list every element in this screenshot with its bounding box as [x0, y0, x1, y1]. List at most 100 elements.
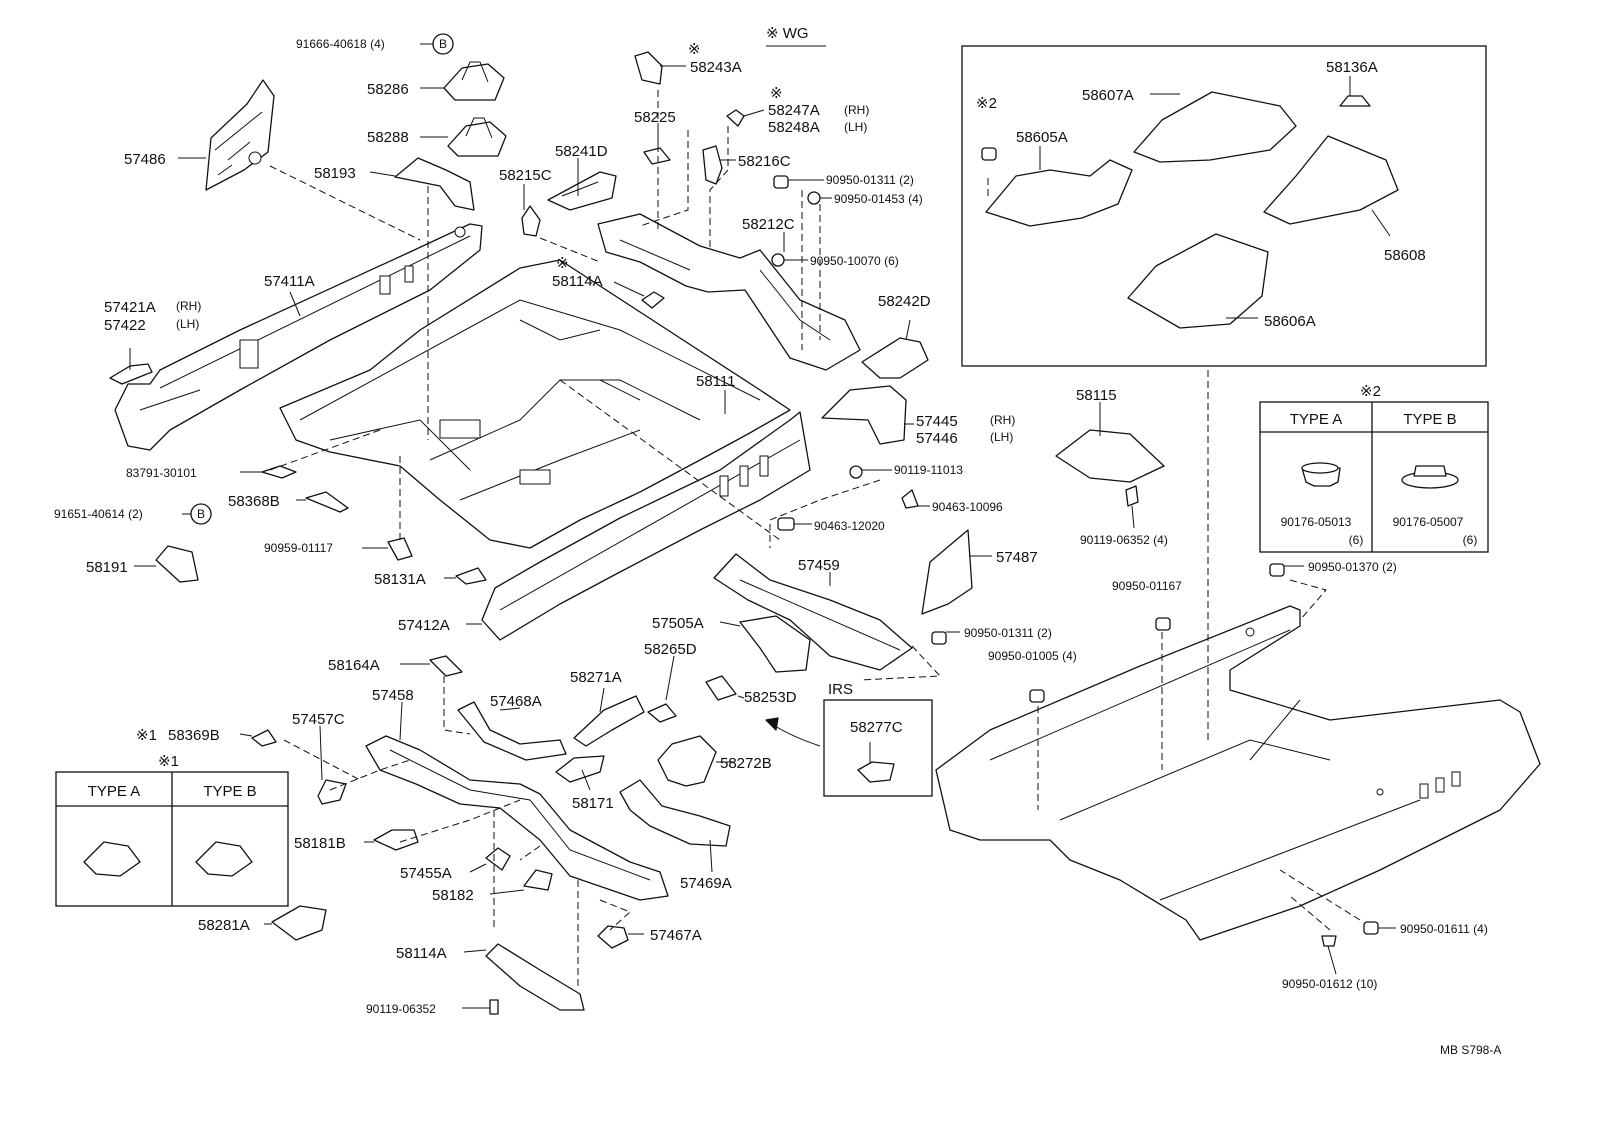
part-90950-01611 — [1363, 921, 1379, 935]
part-58136A — [1339, 95, 1371, 107]
label-90119-06352-bottom: 90119-06352 — [366, 1002, 436, 1016]
label-90463-10096: 90463-10096 — [932, 500, 1003, 514]
label-58281A: 58281A — [198, 917, 250, 934]
part-58131A — [455, 567, 487, 585]
part-58271A — [573, 695, 645, 747]
part-58368B — [305, 491, 349, 513]
label-57467A: 57467A — [650, 927, 702, 944]
label-58111: 58111 — [696, 373, 736, 390]
part-58247A — [726, 109, 745, 127]
part-83791 — [261, 465, 297, 479]
label-58247A: 58247A — [768, 102, 820, 119]
label-57487: 57487 — [996, 549, 1038, 566]
label-90959-01117: 90959-01117 — [264, 541, 333, 555]
label-58253D: 58253D — [744, 689, 797, 706]
label-diagram-code: MB S798-A — [1440, 1043, 1501, 1057]
part-58171 — [555, 755, 605, 783]
part-90950-01005 — [1029, 689, 1045, 703]
part-57411A — [114, 223, 483, 451]
label-57468A: 57468A — [490, 693, 542, 710]
label-90950-01611: 90950-01611 (4) — [1400, 922, 1488, 936]
part-58215C — [521, 205, 541, 237]
part-58265D — [647, 703, 677, 723]
label-58248A-lh: (LH) — [844, 120, 867, 134]
label-58131A: 58131A — [374, 571, 426, 588]
part-57469A — [619, 779, 731, 847]
type-table-2-type-b: TYPE B — [1403, 411, 1456, 428]
mark-58243A: ※ — [688, 41, 701, 58]
part-90119-11013 — [849, 465, 863, 479]
part-90950-01453 — [807, 191, 821, 205]
label-90950-01005: 90950-01005 (4) — [988, 649, 1077, 663]
part-90950-01612 — [1321, 935, 1337, 947]
type-table-2-qty-b: (6) — [1463, 533, 1478, 547]
part-58288 — [447, 117, 507, 157]
part-90119-06352-right — [1125, 485, 1139, 507]
label-58164A: 58164A — [328, 657, 380, 674]
type-table-1-type-b: TYPE B — [203, 783, 256, 800]
part-58241D — [547, 171, 617, 211]
label-58369B: 58369B — [168, 727, 220, 744]
label-57455A: 57455A — [400, 865, 452, 882]
label-58114A-bottom: 58114A — [396, 945, 447, 962]
b-marker-left-text: B — [197, 507, 205, 521]
part-58608 — [1263, 135, 1399, 225]
part-57468A — [457, 701, 567, 761]
part-58272B — [657, 735, 717, 787]
label-58606A: 58606A — [1264, 313, 1316, 330]
part-90959 — [387, 537, 413, 561]
leader-lines — [129, 43, 1396, 1009]
label-58115: 58115 — [1076, 387, 1117, 404]
label-58248A: 58248A — [768, 119, 820, 136]
type-table-1-marker: ※1 — [158, 753, 179, 770]
label-58286: 58286 — [367, 81, 409, 98]
label-58191: 58191 — [86, 559, 128, 576]
label-58271A: 58271A — [570, 669, 622, 686]
part-floor-assembly — [935, 605, 1541, 941]
part-90950-01370 — [1269, 563, 1285, 577]
label-57422-lh: (LH) — [176, 317, 199, 331]
label-57459: 57459 — [798, 557, 840, 574]
b-marker-top-text: B — [439, 37, 447, 51]
part-57455A — [485, 847, 511, 871]
irs-box — [823, 699, 933, 797]
labels: 91666-40618 (4) 58286 58288 57486 58193 … — [54, 25, 1501, 1057]
type-table-2-type-a: TYPE A — [1290, 411, 1343, 428]
label-90119-11013: 90119-11013 — [894, 463, 963, 477]
label-58368B: 58368B — [228, 493, 280, 510]
part-57487 — [921, 529, 973, 615]
label-58225: 58225 — [634, 109, 676, 126]
part-58253D — [705, 675, 737, 701]
label-90950-10070: 90950-10070 (6) — [810, 254, 899, 268]
part-58605A — [985, 159, 1133, 227]
part-90950-01311-a — [773, 175, 789, 189]
label-90950-01311-b: 90950-01311 (2) — [964, 626, 1052, 640]
label-57446-lh: (LH) — [990, 430, 1013, 444]
cover-box — [961, 45, 1487, 367]
label-58136A: 58136A — [1326, 59, 1378, 76]
label-58181B: 58181B — [294, 835, 346, 852]
part-58277C — [857, 761, 895, 783]
type-table-2 — [1259, 401, 1489, 553]
label-58605A: 58605A — [1016, 129, 1068, 146]
type-table-2-part-b: 90176-05007 — [1393, 515, 1464, 529]
part-58607A — [1133, 91, 1297, 163]
label-58272B: 58272B — [720, 755, 772, 772]
label-mark2-top: ※2 — [976, 95, 997, 112]
part-90950-01167 — [1155, 617, 1171, 631]
part-58369B — [251, 729, 277, 747]
part-57459 — [713, 553, 913, 671]
label-58212C: 58212C — [742, 216, 795, 233]
type-table-1-type-a: TYPE A — [88, 783, 141, 800]
label-57486: 57486 — [124, 151, 166, 168]
label-58114A-top: 58114A — [552, 273, 603, 290]
type-table-2-marker: ※2 — [1360, 383, 1381, 400]
mark-58114A: ※ — [556, 255, 569, 272]
label-57411A: 57411A — [264, 273, 315, 290]
label-58216C: 58216C — [738, 153, 791, 170]
part-58111 — [279, 259, 791, 549]
part-58286 — [443, 61, 505, 101]
label-57446: 57446 — [916, 430, 958, 447]
label-58241D: 58241D — [555, 143, 608, 160]
irs-arrowhead — [765, 717, 779, 731]
